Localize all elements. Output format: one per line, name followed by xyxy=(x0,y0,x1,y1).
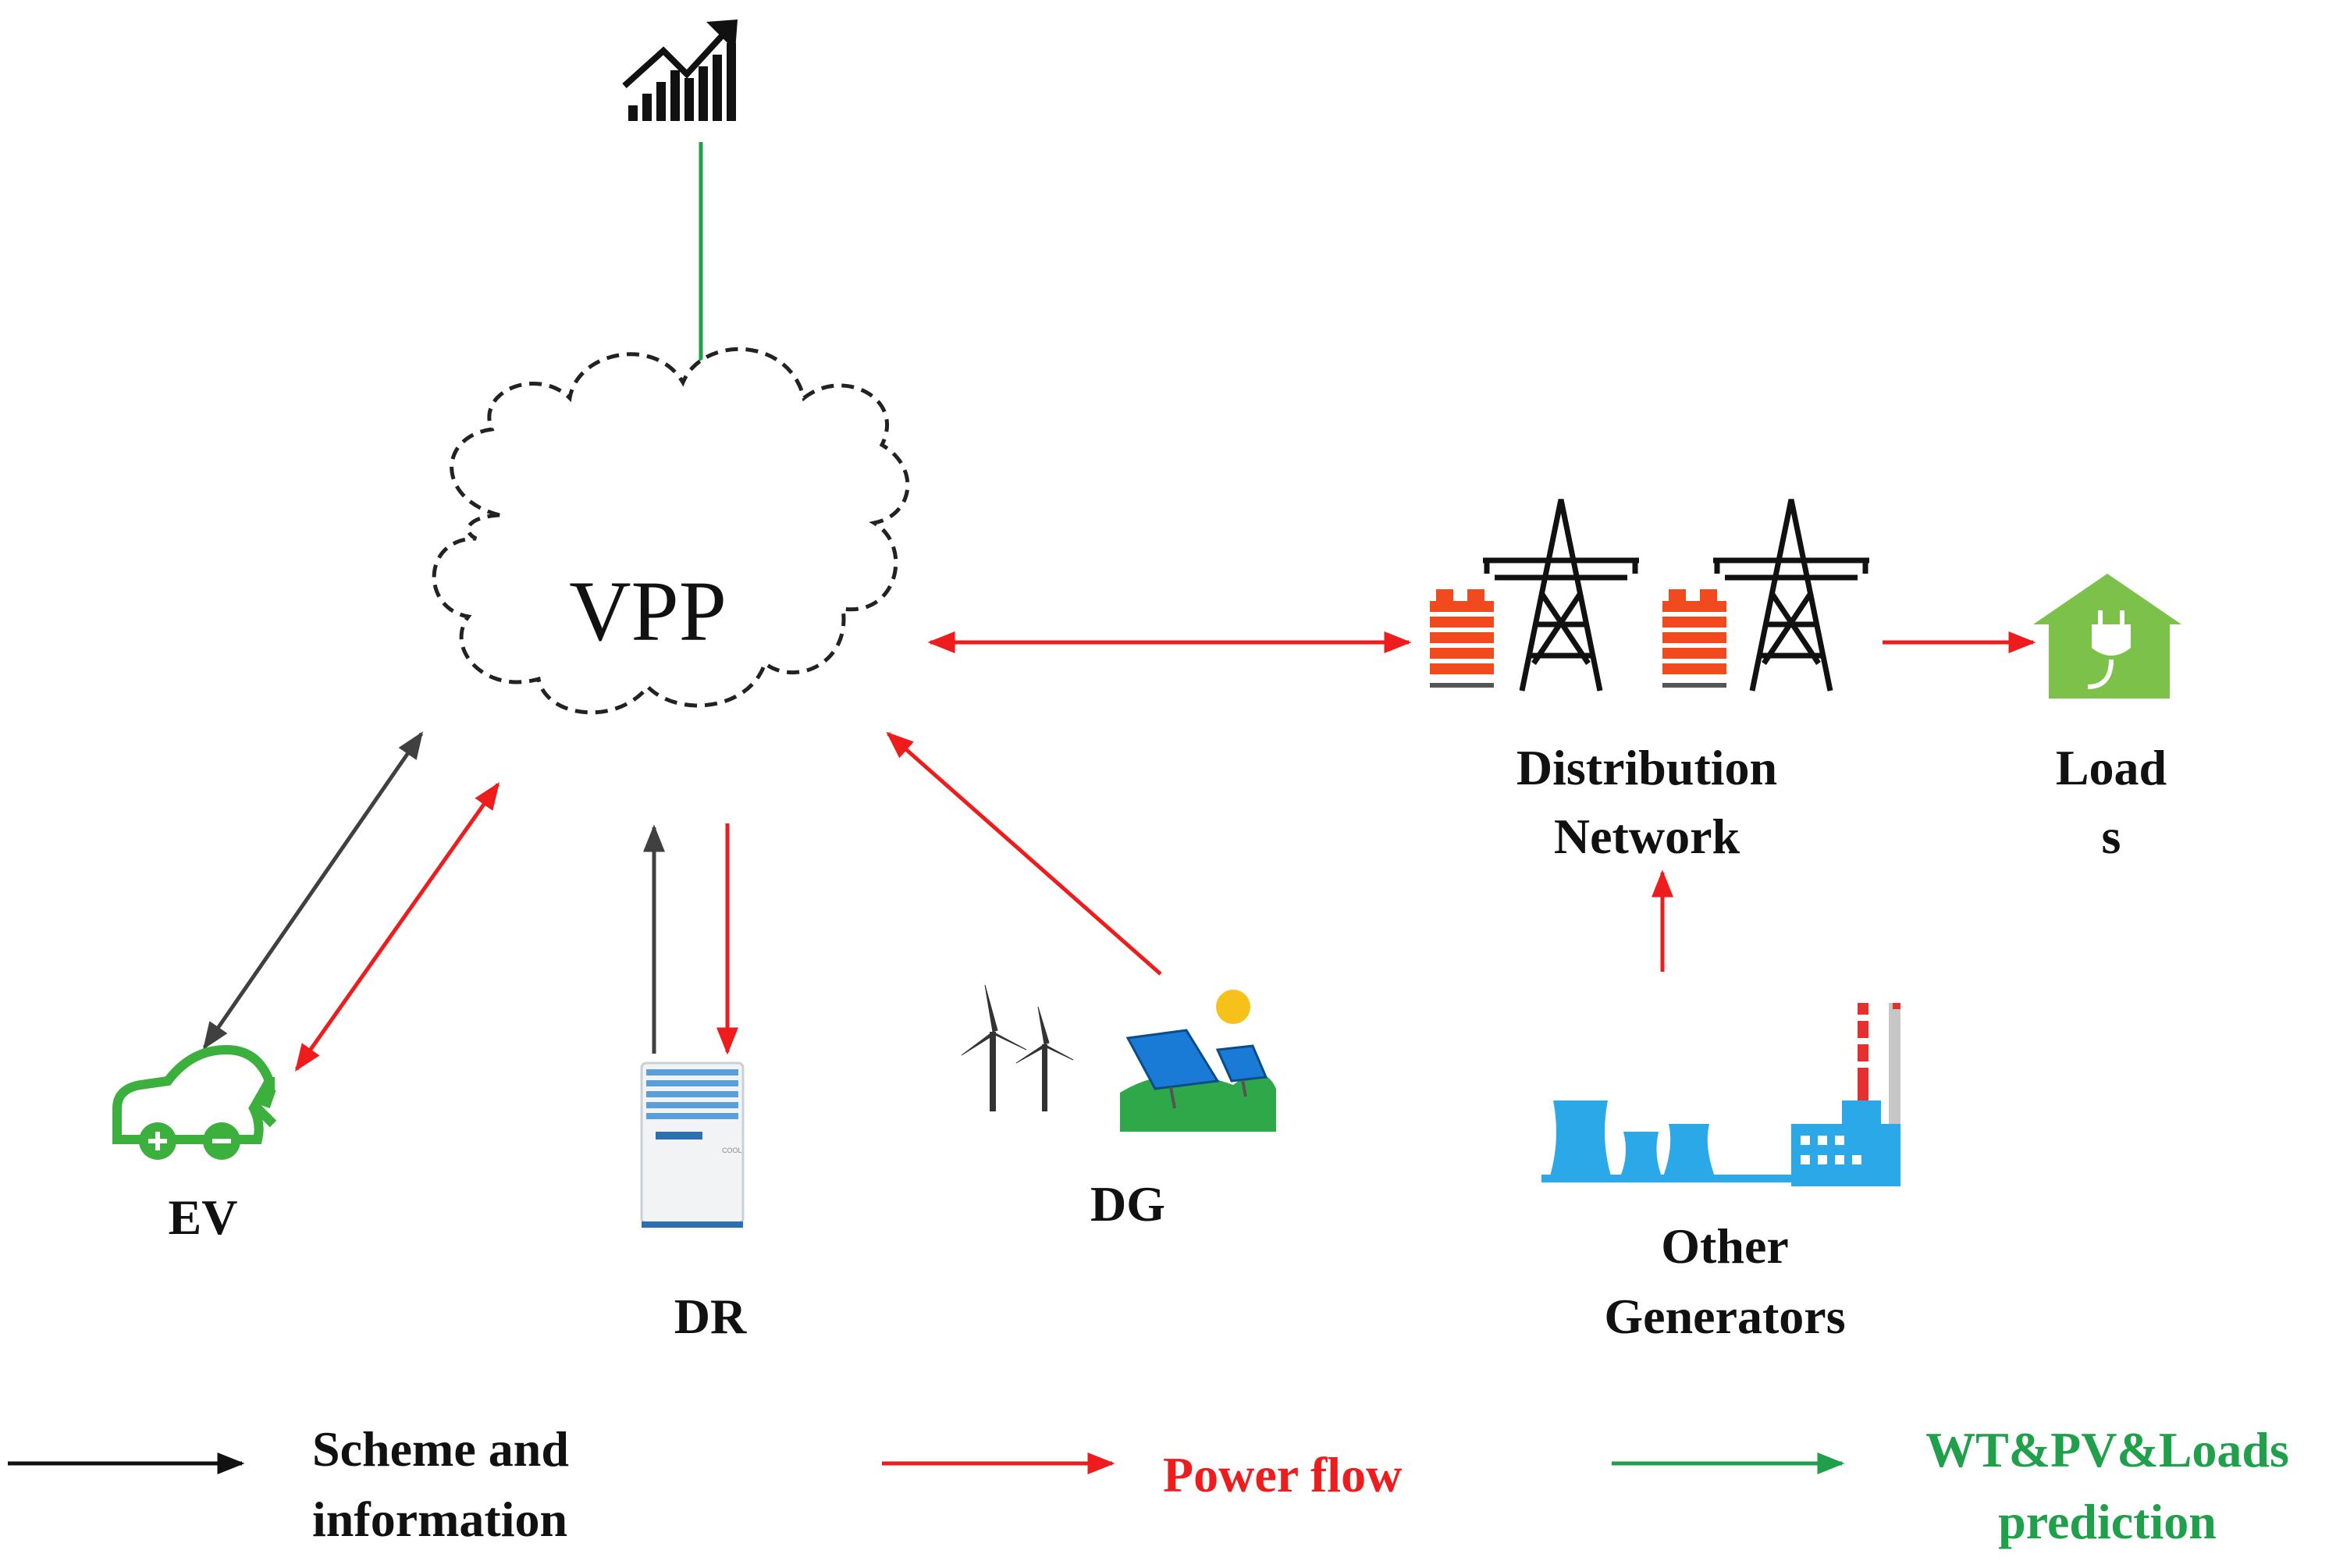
legend-prediction-label: WT&PV&Loads prediction xyxy=(1889,1414,2326,1558)
factory-icon xyxy=(1791,1003,1900,1186)
air-conditioner-icon: COOL xyxy=(640,1061,745,1228)
other-generators-label: Other Generators xyxy=(1530,1211,1920,1352)
loads-line2: s xyxy=(2101,809,2121,864)
legend-prediction-line2: prediction xyxy=(1998,1494,2217,1549)
transformer-icon xyxy=(1430,589,1494,688)
cooling-tower-icon xyxy=(1541,1100,1791,1182)
ev-power-arrow xyxy=(294,782,500,1072)
wind-turbine-icon xyxy=(961,984,1074,1111)
dg-label: DG xyxy=(1090,1176,1165,1232)
ev-scheme-arrow xyxy=(202,731,424,1050)
legend-prediction-line1: WT&PV&Loads xyxy=(1925,1422,2289,1477)
legend-scheme-line2: information xyxy=(312,1492,568,1547)
loads-line1: Load xyxy=(2055,740,2167,795)
distribution-line2: Network xyxy=(1553,809,1740,864)
distribution-line1: Distribution xyxy=(1516,740,1778,795)
transformer-icon-2 xyxy=(1662,589,1726,688)
transmission-tower-icon-2 xyxy=(1713,499,1869,692)
other-line1: Other xyxy=(1661,1218,1789,1274)
legend-scheme-line1: Scheme and xyxy=(312,1421,569,1477)
air-conditioner-brand: COOL xyxy=(722,1147,742,1154)
sun-icon xyxy=(1216,990,1250,1024)
dg-power-arrow xyxy=(886,731,1162,976)
other-line2: Generators xyxy=(1604,1289,1846,1344)
loads-label: Load s xyxy=(1998,734,2224,871)
legend-scheme-label: Scheme and information xyxy=(312,1414,679,1555)
house-plug-icon xyxy=(2033,574,2181,699)
ev-car-icon xyxy=(112,1044,277,1144)
vpp-label: VPP xyxy=(569,564,727,659)
ev-wheel-signs xyxy=(148,1132,231,1150)
transmission-tower-icon xyxy=(1483,499,1639,692)
solar-panel-icon xyxy=(1120,1029,1276,1132)
legend-power-label: Power flow xyxy=(1163,1447,1403,1502)
vpp-cloud xyxy=(432,347,910,715)
distribution-network-label: Distribution Network xyxy=(1444,734,1850,871)
ev-label: EV xyxy=(168,1189,238,1245)
dr-label: DR xyxy=(674,1289,747,1344)
trend-chart-icon xyxy=(622,20,738,121)
